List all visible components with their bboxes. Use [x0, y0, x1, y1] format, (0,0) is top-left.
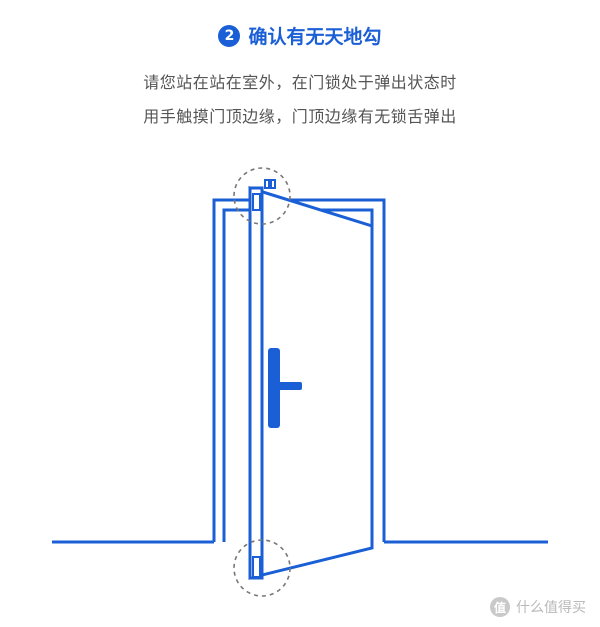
step-number-badge: 2 [218, 24, 241, 47]
top-latch-icon [252, 179, 276, 211]
watermark-text: 什么值得买 [516, 600, 586, 616]
door-edge [248, 186, 264, 580]
bottom-latch-icon [252, 556, 261, 578]
instructions: 请您站在站在室外，在门锁处于弹出状态时 用手触摸门顶边缘，门顶边缘有无锁舌弹出 [0, 66, 600, 134]
watermark-logo-icon: 值 [490, 597, 510, 617]
step-title: 2 确认有无天地勾 [0, 22, 600, 49]
door-handle-icon [268, 348, 302, 428]
top-highlight-circle [233, 167, 291, 225]
door-frame-outer [212, 198, 386, 542]
watermark: 值 什么值得买 [490, 597, 586, 617]
instruction-line-2: 用手触摸门顶边缘，门顶边缘有无锁舌弹出 [143, 107, 457, 126]
step-title-text: 确认有无天地勾 [248, 26, 382, 48]
bottom-highlight-circle [233, 539, 291, 597]
instruction-line-1: 请您站在站在室外，在门锁处于弹出状态时 [143, 73, 457, 92]
